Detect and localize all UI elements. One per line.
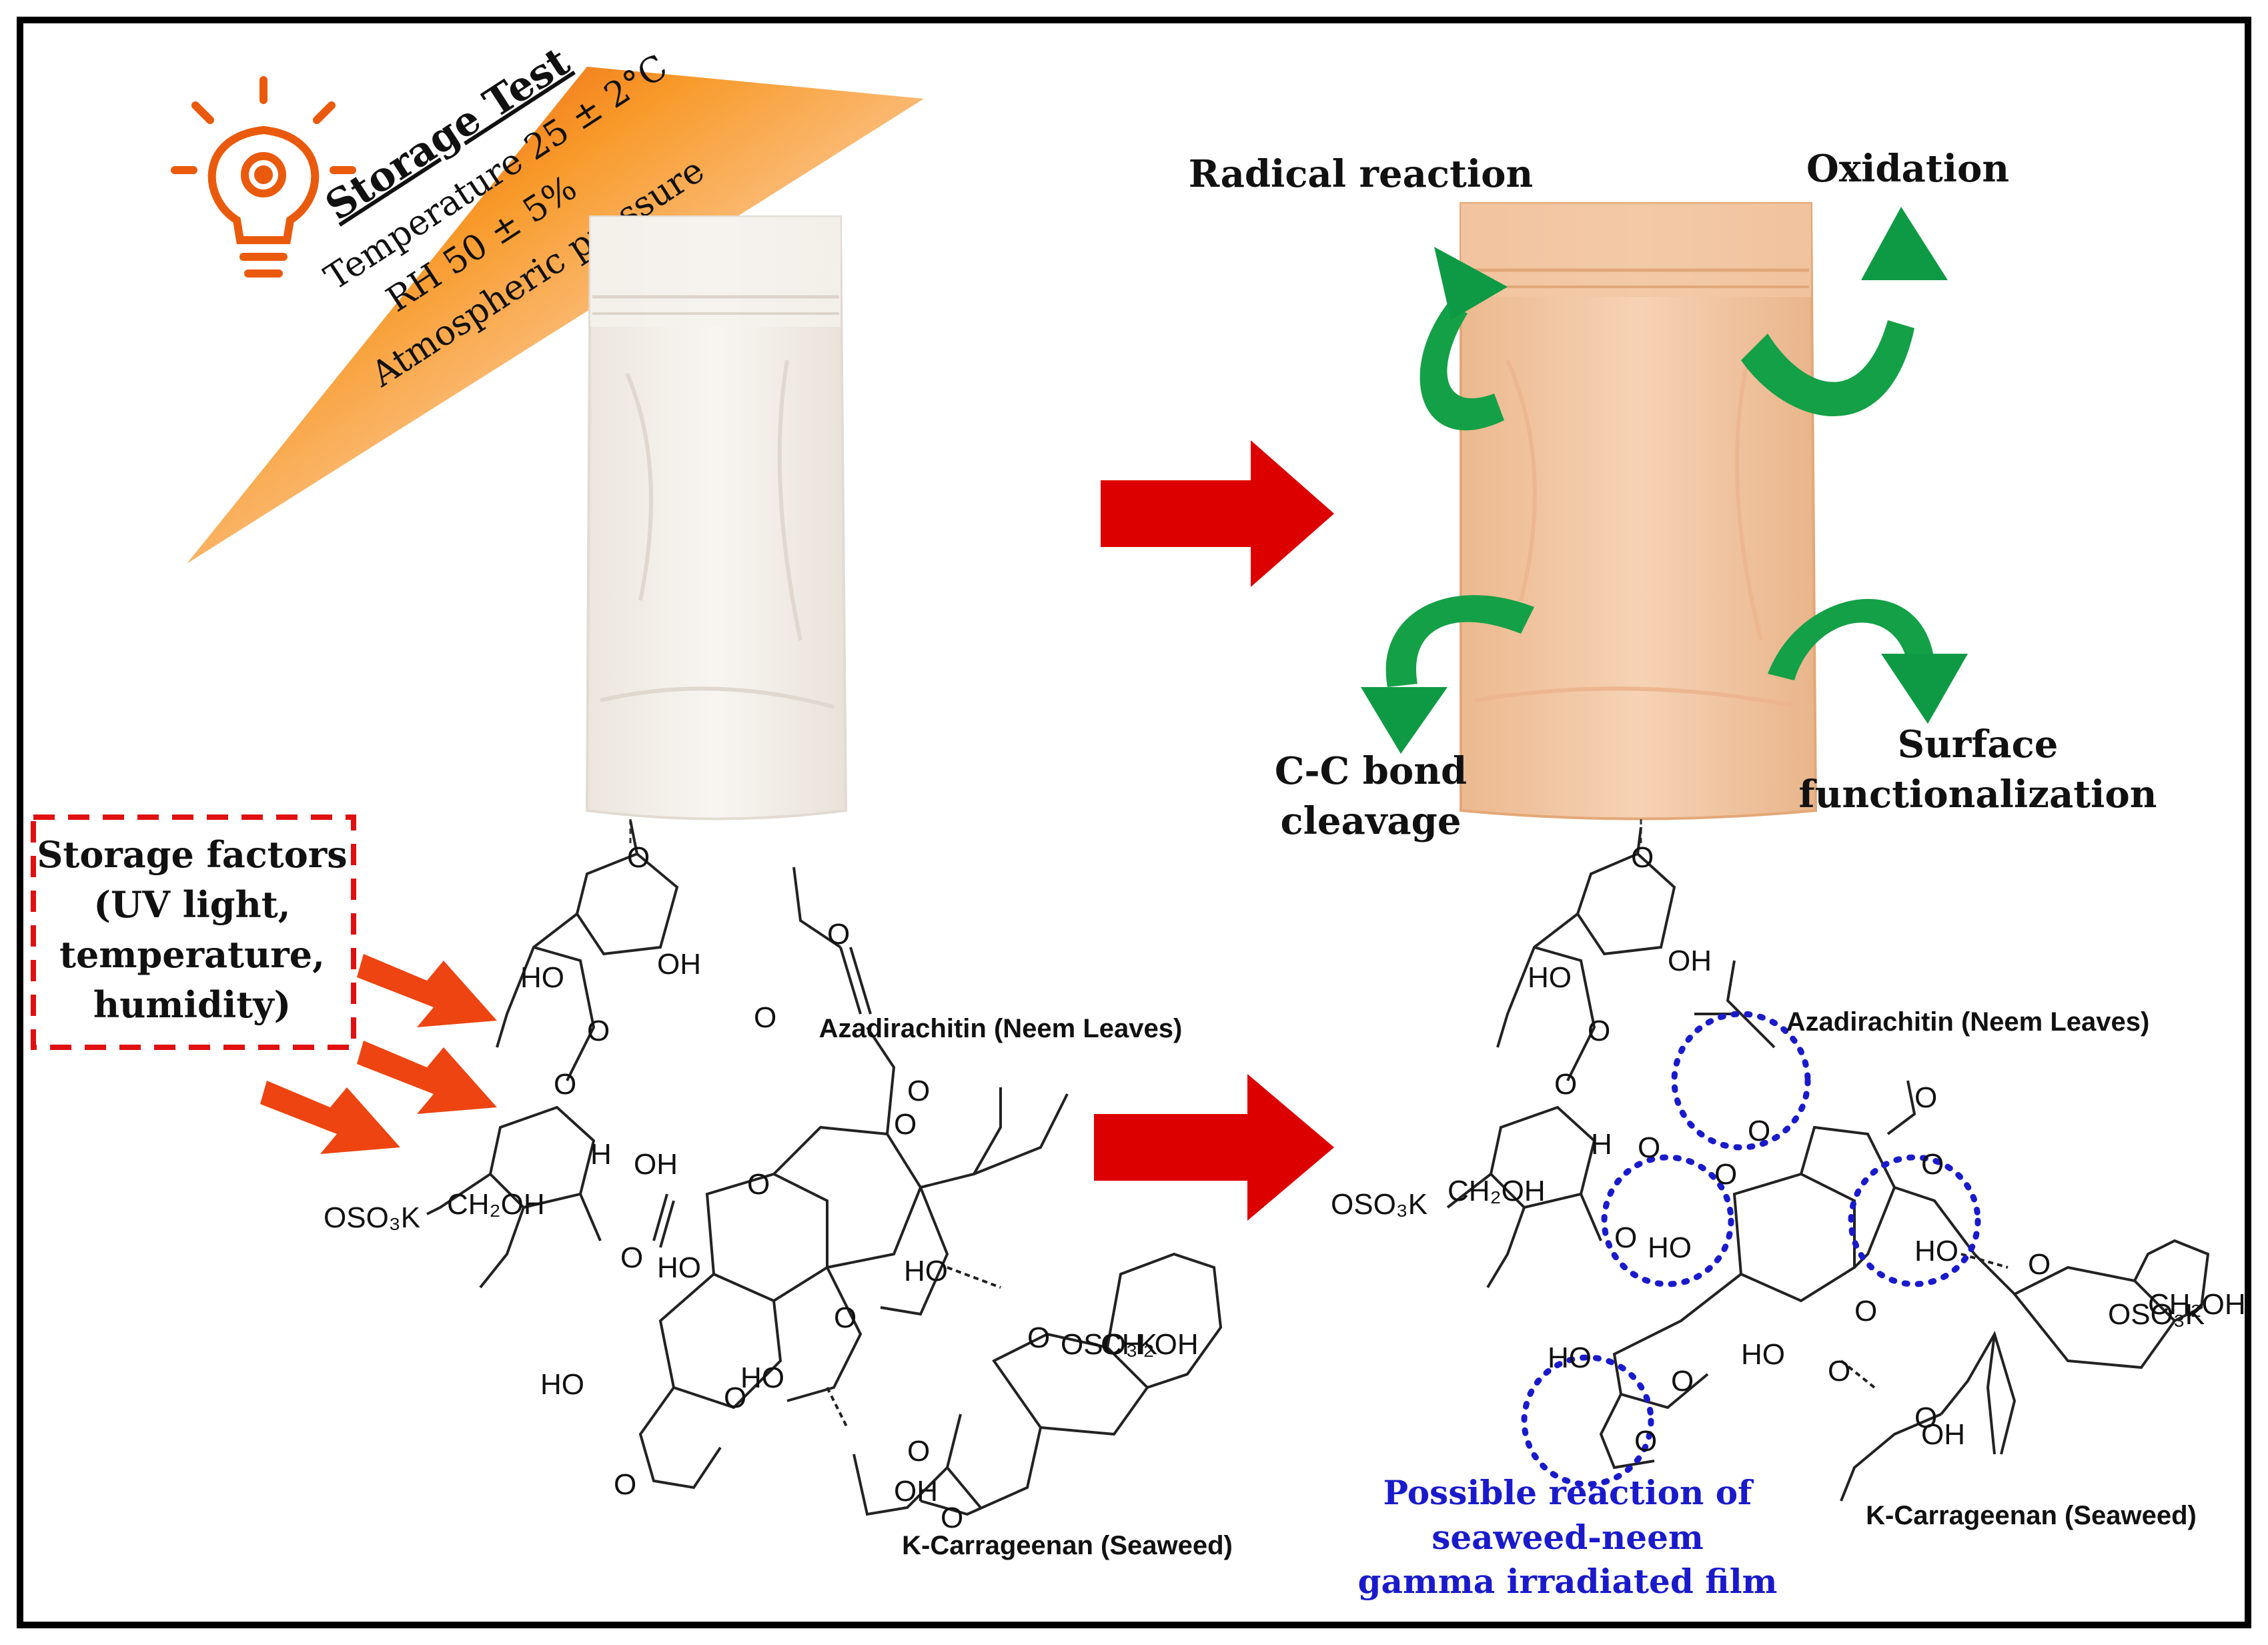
aged-film-pouch — [1460, 202, 1818, 820]
reaction-note-line3: gamma irradiated film — [1358, 1562, 1778, 1601]
atom-label: O — [1921, 1148, 1944, 1181]
azadirachtin-label-right: Azadirachitin (Neem Leaves) — [1786, 1007, 2150, 1037]
reaction-note-line1: Possible reaction of — [1383, 1473, 1754, 1512]
atom-label: O — [941, 1502, 963, 1534]
storage-factors-line2: (UV light, — [93, 883, 290, 926]
oxidation-arrow-icon — [1741, 320, 1914, 417]
atom-label: CH₂OH — [1101, 1328, 1199, 1361]
atom-label: CH₂OH — [1448, 1175, 1546, 1207]
storage-factors-line1: Storage factors — [37, 833, 347, 876]
atom-label: CH₂OH — [2148, 1288, 2246, 1321]
azadirachtin-label-left: Azadirachitin (Neem Leaves) — [819, 1014, 1183, 1043]
figure-border — [17, 17, 2251, 1628]
atom-label: OSO₃K — [2108, 1298, 2205, 1331]
surface-arrow-icon — [1768, 598, 1934, 680]
storage-factors-line3: temperature, — [59, 933, 325, 976]
atom-label: O — [754, 1001, 776, 1034]
atom-label: HO — [740, 1361, 784, 1394]
atom-label: H — [590, 1138, 612, 1171]
carrageenan-label-left: K-Carrageenan (Seaweed) — [902, 1531, 1233, 1560]
factor-arrow-icon-1 — [357, 954, 497, 1027]
atom-label: O — [1828, 1355, 1850, 1388]
atom-label: O — [2028, 1248, 2051, 1281]
atom-label: OH — [894, 1475, 938, 1508]
atom-label: HO — [520, 961, 564, 994]
cc-cleavage-arrow-icon — [1385, 595, 1534, 687]
storage-test-triangle — [187, 67, 924, 564]
atom-label: OSO₃K — [1061, 1328, 1157, 1361]
factor-arrow-icon-2 — [357, 1041, 497, 1114]
atom-label: OH — [1668, 945, 1712, 977]
atom-label: HO — [1741, 1338, 1785, 1371]
cc-bond-label-line1: C-C bond — [1275, 749, 1467, 793]
atom-label: O — [1614, 1221, 1637, 1254]
factor-arrow-icon-3 — [260, 1081, 400, 1154]
atom-label: O — [827, 918, 850, 951]
green-arrows — [1361, 207, 1968, 754]
atom-label: O — [1588, 1015, 1610, 1047]
storage-factors-box — [31, 814, 356, 1050]
right-structure — [1446, 827, 2210, 1502]
atom-label: HO — [1548, 1341, 1592, 1374]
red-arrow-top-icon — [1101, 440, 1334, 587]
atom-label: O — [614, 1468, 636, 1501]
atom-label: OH — [657, 948, 701, 981]
atom-label: O — [620, 1241, 643, 1274]
atom-label: O — [834, 1301, 857, 1334]
oxidation-label: Oxidation — [1806, 147, 2009, 191]
atom-label: O — [1748, 1115, 1770, 1147]
storage-factors-line4: humidity) — [93, 983, 291, 1026]
factor-arrows — [260, 954, 497, 1154]
atom-label: HO — [904, 1255, 948, 1287]
atom-label: HO — [1528, 961, 1572, 994]
atom-label: O — [1914, 1081, 1937, 1114]
atom-label: O — [587, 1015, 610, 1047]
atom-label: O — [1671, 1365, 1694, 1398]
atom-label: CH₂OH — [447, 1188, 545, 1221]
atom-label: O — [907, 1075, 930, 1107]
radical-arrow-icon — [1420, 304, 1504, 431]
atom-label: OSO₃K — [1331, 1188, 1428, 1221]
atom-label: OH — [634, 1148, 678, 1181]
atom-label: O — [1554, 1068, 1577, 1101]
fresh-film-pouch — [585, 215, 848, 820]
atom-label: O — [747, 1168, 770, 1201]
atom-label: O — [1854, 1295, 1877, 1327]
atom-label: HO — [657, 1251, 701, 1284]
cc-bond-label-line2: cleavage — [1281, 799, 1462, 843]
left-structure-atoms: O HO OH O O H OH OSO₃K CH₂OH O HO O O O … — [324, 841, 1199, 1534]
atom-label: HO — [540, 1368, 584, 1401]
right-structure-atoms: O HO OH O O H O OSO₃K CH₂OH O HO O O O O… — [1331, 841, 2246, 1458]
light-bulb-icon — [171, 76, 356, 278]
atom-label: O — [1638, 1131, 1660, 1164]
atom-label: O — [1634, 1425, 1657, 1458]
radical-reaction-label: Radical reaction — [1189, 152, 1533, 196]
surface-label-line2: functionalization — [1799, 772, 2157, 816]
atom-label: HO — [1648, 1231, 1692, 1264]
carrageenan-label-right: K-Carrageenan (Seaweed) — [1866, 1501, 2197, 1530]
atom-label: O — [554, 1068, 576, 1101]
atom-label: O — [1714, 1158, 1737, 1191]
atom-label: O — [1027, 1321, 1050, 1354]
reaction-site-circles — [1521, 1011, 1981, 1488]
atom-label: O — [907, 1435, 930, 1468]
reaction-note-line2: seaweed-neem — [1432, 1518, 1704, 1557]
atom-label: O — [627, 841, 650, 874]
atom-label: O — [1914, 1402, 1937, 1434]
atom-label: OSO₃K — [324, 1201, 420, 1234]
atom-label: O — [1631, 841, 1654, 874]
atom-label: H — [1591, 1128, 1612, 1161]
atom-label: O — [894, 1108, 917, 1141]
red-arrow-bottom-icon — [1094, 1074, 1334, 1221]
atom-label: OH — [1921, 1418, 1965, 1451]
left-structure — [426, 820, 1223, 1516]
surface-label-line1: Surface — [1898, 722, 2059, 766]
atom-label: O — [724, 1382, 746, 1414]
atom-label: HO — [1914, 1235, 1958, 1267]
